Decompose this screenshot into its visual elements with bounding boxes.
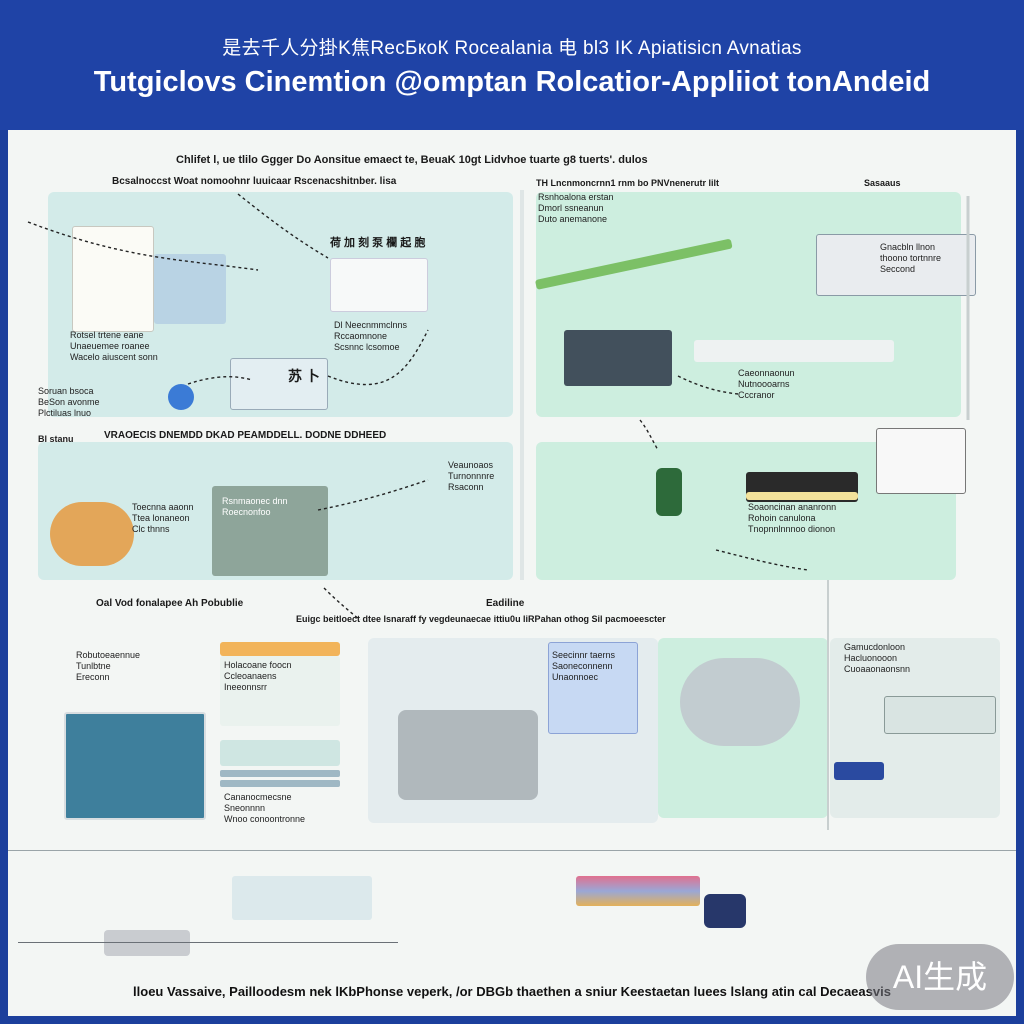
header-banner: 是去千人分掛K焦RecБкоК Rocealania 电 bl3 IK Apia… xyxy=(0,0,1024,130)
label-l13: Cananocmecsne Sneonnnn Wnoo conoontronne xyxy=(224,792,306,824)
pipe-line xyxy=(18,942,398,943)
header-subtitle: 是去千人分掛K焦RecБкоК Rocealania 电 bl3 IK Apia… xyxy=(222,38,802,59)
divider-line xyxy=(8,850,1016,851)
lower-info-card xyxy=(232,876,372,920)
label-l12: Holacoane foocn Ccleoanaens Ineeonnsrr xyxy=(224,660,292,692)
label-l2: Dl Neecnmmclnns Rccaomnone Scsnnc lcsomo… xyxy=(334,320,408,352)
label-l3: Soruan bsoca BeSon avonme Plctiluas lnuo xyxy=(38,386,100,418)
orange-header-card xyxy=(220,642,340,656)
teal-strip-card xyxy=(220,740,340,766)
pipe-device xyxy=(104,930,190,956)
bottom-center-caption: Euigc beitloect dtee lsnaraff fy vegdeun… xyxy=(296,614,666,624)
person-badge-icon xyxy=(168,384,194,410)
mid-row-header: VRAOECIS DNEMDD DKAD PEAMDDELL. DODNE DD… xyxy=(104,430,387,441)
label-l7: Toecnna aaonn Ttea lonaneon Clc thnns xyxy=(132,502,194,534)
header-title: Tutgiclovs Cinemtion @omptan Rolcatior-A… xyxy=(93,66,931,98)
blue-label-tag xyxy=(834,762,884,780)
bottom-center-title: Eadiline xyxy=(486,598,525,609)
screen-card xyxy=(230,358,328,410)
footer-caption: lloeu Vassaive, Pailloodesm nek lKbPhons… xyxy=(133,984,891,999)
keyboard-illustration xyxy=(564,330,672,386)
label-l15: Gamucdonloon Hacluonooon Cuoaaonaonsnn xyxy=(844,642,911,674)
label-l1: Rotsel trtene eane Unaeuemee roanee Wace… xyxy=(70,330,158,362)
desk-monitor xyxy=(876,428,966,494)
text-card-b xyxy=(220,656,340,726)
label-l5: Gnacbln llnon thoono tortnnre Seccond xyxy=(880,242,942,274)
label-l4: Rsnhoalona erstan Dmorl ssneanun Duto an… xyxy=(538,192,614,224)
screen-card-label: 苏 卜 xyxy=(288,368,320,384)
label-l9: Veaunoaos Turnonnnre Rsaconn xyxy=(448,460,495,492)
bubble-label: 荷 加 刻 泵 欄 起 胞 xyxy=(330,237,426,249)
diagram-canvas: Chlifet l, ue tlilo Ggger Do Aonsitue em… xyxy=(8,130,1016,1016)
laptop-illustration xyxy=(64,712,206,820)
top-caption: Chlifet l, ue tlilo Ggger Do Aonsitue em… xyxy=(176,154,648,166)
monitor-illustration xyxy=(816,234,976,296)
bubble-card xyxy=(330,258,428,312)
bottom-left-caption: Oal Vod fonalapee Ah Pobublie xyxy=(96,598,244,609)
machine-illustration xyxy=(398,710,538,800)
label-l14: Seecinnr taerns Saoneconnenn Unaonnoec xyxy=(552,650,616,682)
right-corner-label: Sasaaus xyxy=(864,178,901,188)
label-l8: Rsnmaonec dnn Roecnonfoo xyxy=(222,496,288,517)
info-card-a xyxy=(154,254,226,324)
left-header: Bcsalnoccst Woat nomoohnr luuicaar Rscen… xyxy=(112,176,397,187)
dome-illustration xyxy=(680,658,800,746)
label-l10: Soaoncinan ananronn Rohoin canulona Tnop… xyxy=(748,502,837,534)
label-l11: Robutoeaennue Tunlbtne Ereconn xyxy=(76,650,141,682)
right-header: TH Lncnmoncrnn1 rnm bo PNVnenerutr lilt xyxy=(536,178,720,188)
yellow-band xyxy=(746,492,858,500)
building-illustration xyxy=(72,226,154,332)
blue-drum xyxy=(704,894,746,928)
display-card xyxy=(884,696,996,734)
ai-generated-watermark: AI生成 xyxy=(866,944,1014,1010)
left-note: Bl stanu xyxy=(38,434,74,444)
text-band-a xyxy=(694,340,894,362)
mid-bar-1 xyxy=(220,770,340,777)
blue-info-card xyxy=(548,642,638,734)
dark-info-card xyxy=(212,486,328,576)
mid-bar-2 xyxy=(220,780,340,787)
label-l6: Caeonnaonun Nutnoooarns Cccranor xyxy=(738,368,795,400)
orange-oval xyxy=(50,502,134,566)
person-illustration xyxy=(656,468,682,516)
connector-lines xyxy=(27,190,970,830)
gradient-bar-card xyxy=(576,876,700,906)
